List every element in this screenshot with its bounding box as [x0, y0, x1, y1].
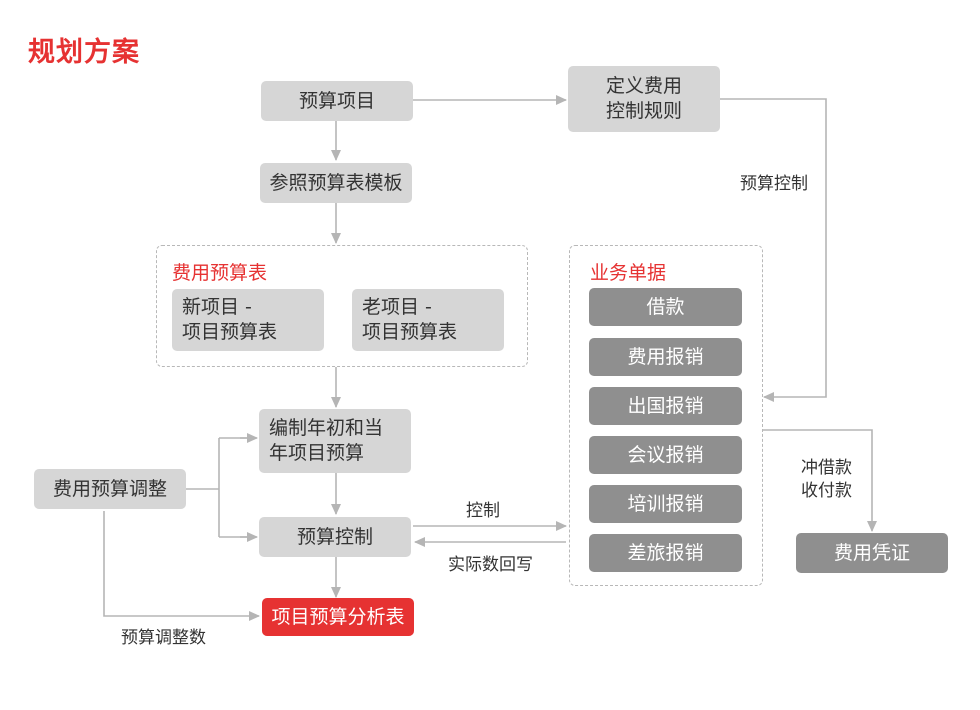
old-project-line2: 项目预算表 [362, 321, 458, 343]
budget-control-link-label: 预算控制 [740, 174, 808, 194]
offset-line2: 收付款 [801, 480, 852, 501]
doc-meeting-claim: 会议报销 [589, 436, 742, 474]
actual-writeback-label: 实际数回写 [448, 555, 533, 575]
business-docs-group [569, 245, 763, 586]
compile-line1: 编制年初和当 [269, 417, 384, 440]
define-rules-line2: 控制规则 [605, 100, 682, 122]
ref-template-label: 参照预算表模板 [269, 171, 403, 194]
doc-loan: 借款 [589, 288, 742, 326]
voucher-node: 费用凭证 [796, 533, 948, 573]
budget-project-node: 预算项目 [261, 81, 413, 121]
compile-line2: 年项目预算 [269, 442, 365, 464]
doc-label: 出国报销 [627, 394, 704, 417]
budget-control-node: 预算控制 [259, 517, 411, 557]
analysis-label: 项目预算分析表 [271, 605, 405, 628]
expense-budget-heading: 费用预算表 [172, 262, 268, 284]
budget-control-label: 预算控制 [296, 525, 373, 548]
expense-budget-group [156, 245, 528, 367]
old-project-line1: 老项目 - [362, 296, 432, 319]
offset-line1: 冲借款 [801, 458, 852, 478]
adjust-number-label: 预算调整数 [121, 628, 206, 648]
doc-expense-claim: 费用报销 [589, 338, 742, 376]
new-project-line1: 新项目 - [182, 296, 252, 319]
ref-template-node: 参照预算表模板 [260, 163, 412, 203]
budget-project-label: 预算项目 [298, 89, 375, 112]
arrow-docs-to-voucher [762, 429, 877, 532]
new-project-node: 新项目 - 项目预算表 [172, 289, 324, 351]
compile-budget-node: 编制年初和当 年项目预算 [259, 409, 411, 473]
voucher-label: 费用凭证 [833, 541, 910, 564]
analysis-node: 项目预算分析表 [262, 598, 414, 636]
business-docs-heading: 业务单据 [590, 262, 667, 284]
doc-travel-claim: 差旅报销 [589, 534, 742, 572]
doc-label: 借款 [646, 295, 685, 318]
define-rules-line1: 定义费用 [605, 75, 682, 98]
old-project-node: 老项目 - 项目预算表 [352, 289, 504, 351]
doc-label: 培训报销 [627, 492, 704, 515]
page-title: 规划方案 [28, 37, 140, 68]
arrow-adjust-branches [186, 437, 256, 538]
arrow-adjust-number [103, 511, 260, 621]
budget-adjust-label: 费用预算调整 [52, 477, 167, 500]
budget-adjust-node: 费用预算调整 [34, 469, 186, 509]
define-rules-node: 定义费用 控制规则 [568, 66, 720, 132]
doc-training-claim: 培训报销 [589, 485, 742, 523]
control-label: 控制 [466, 501, 500, 521]
doc-label: 费用报销 [627, 345, 704, 368]
doc-label: 差旅报销 [627, 541, 704, 564]
doc-overseas-claim: 出国报销 [589, 387, 742, 425]
offset-label: 冲借款 收付款 [801, 457, 852, 503]
doc-label: 会议报销 [627, 443, 704, 466]
new-project-line2: 项目预算表 [182, 321, 278, 343]
arrow-rules-to-docs [720, 98, 827, 402]
